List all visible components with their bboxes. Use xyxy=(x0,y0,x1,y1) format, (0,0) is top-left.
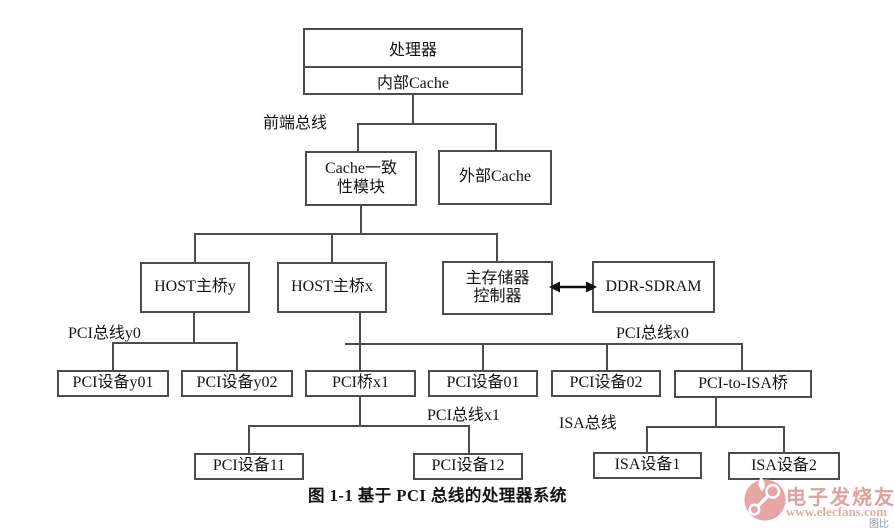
connector-coherence-down xyxy=(360,206,362,233)
label-front-side-bus: 前端总线 xyxy=(263,115,328,132)
node-external-cache: 外部Cache xyxy=(438,150,552,205)
connector-host-y-down xyxy=(193,313,195,342)
connector-pci-bus-x0 xyxy=(345,343,743,345)
connector-to-pci-to-isa-bridge xyxy=(741,343,743,370)
node-pci-bridge-x1: PCI桥x1 xyxy=(305,370,416,397)
connector-to-host-bridge-x xyxy=(331,233,333,262)
connector-to-pci-device-02 xyxy=(606,343,608,370)
node-main-memory-controller: 主存储器 控制器 xyxy=(442,261,553,315)
connector-to-mem-controller xyxy=(496,233,498,261)
node-pci-device-y02: PCI设备y02 xyxy=(181,370,293,397)
node-pci-device-02: PCI设备02 xyxy=(551,370,661,397)
corner-cropped-text: 图比 xyxy=(869,519,889,528)
connector-pci-to-isa-down xyxy=(715,398,717,426)
node-internal-cache: 内部Cache xyxy=(377,74,449,92)
watermark-url-text: www.elecfans.com xyxy=(786,504,888,519)
connector-pci-bus-y0 xyxy=(112,342,238,344)
double-arrow-icon xyxy=(549,281,597,293)
node-pci-to-isa-bridge: PCI-to-ISA桥 xyxy=(674,370,812,398)
elecfans-logo-icon xyxy=(744,477,786,521)
connector-to-pci-device-01 xyxy=(482,343,484,370)
node-isa-device-1: ISA设备1 xyxy=(593,452,702,479)
connector-to-cache-coherence xyxy=(357,123,359,151)
node-processor-block: 处理器 内部Cache xyxy=(303,28,523,95)
label-isa-bus: ISA总线 xyxy=(559,415,617,432)
connector-level3-bus xyxy=(194,233,498,235)
watermark-brand-text: 电子发烧友 xyxy=(786,487,894,509)
node-processor: 处理器 xyxy=(305,30,521,68)
node-pci-device-11: PCI设备11 xyxy=(194,453,304,480)
connector-pci-bus-x1 xyxy=(248,425,470,427)
connector-to-host-bridge-y xyxy=(194,233,196,262)
node-pci-device-01: PCI设备01 xyxy=(428,370,538,397)
node-isa-device-2: ISA设备2 xyxy=(728,452,840,480)
connector-isa-bus xyxy=(646,426,785,428)
figure-caption: 图 1-1 基于 PCI 总线的处理器系统 xyxy=(308,486,567,505)
connector-to-isa-device-1 xyxy=(646,426,648,452)
node-cache-coherence-module: Cache一致 性模块 xyxy=(305,151,417,206)
node-pci-device-y01: PCI设备y01 xyxy=(57,370,169,397)
connector-host-x-down xyxy=(359,313,361,370)
label-pci-bus-y0: PCI总线y0 xyxy=(68,325,141,342)
node-ddr-sdram: DDR-SDRAM xyxy=(592,261,715,313)
node-host-bridge-x: HOST主桥x xyxy=(277,262,387,313)
connector-to-pci-device-11 xyxy=(248,425,250,453)
node-host-bridge-y: HOST主桥y xyxy=(140,262,250,313)
connector-to-pci-device-y02 xyxy=(236,342,238,370)
connector-processor-down xyxy=(412,95,414,123)
connector-pci-bridge-x1-down xyxy=(359,397,361,425)
connector-level2-bus xyxy=(357,123,497,125)
node-pci-device-12: PCI设备12 xyxy=(413,453,523,480)
connector-to-isa-device-2 xyxy=(783,426,785,452)
label-pci-bus-x0: PCI总线x0 xyxy=(616,325,689,342)
connector-to-pci-device-y01 xyxy=(112,342,114,370)
connector-to-external-cache xyxy=(495,123,497,150)
label-pci-bus-x1: PCI总线x1 xyxy=(427,407,500,424)
connector-to-pci-device-12 xyxy=(468,425,470,453)
